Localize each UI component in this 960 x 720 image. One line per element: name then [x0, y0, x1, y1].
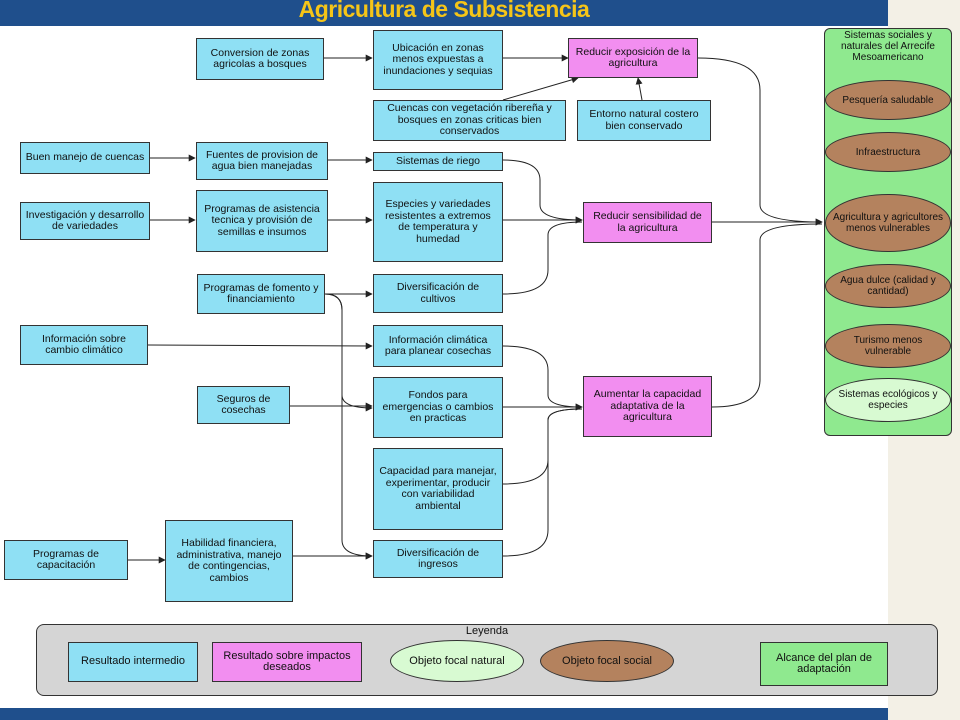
box-habilidad: Habilidad financiera, administrativa, ma… — [165, 520, 293, 602]
box-diversificacion-ingresos: Diversificación de ingresos — [373, 540, 503, 578]
box-aumentar-capacidad: Aumentar la capacidad adaptativa de la a… — [583, 376, 712, 437]
edge-capmanejar-capacidad — [502, 408, 583, 485]
box-programas-asistencia: Programas de asistencia tecnica y provis… — [196, 190, 328, 252]
target-sistemas-ecologicos: Sistemas ecológicos y especies — [825, 378, 951, 422]
box-programas-fomento: Programas de fomento y financiamiento — [197, 274, 325, 314]
box-buen-manejo: Buen manejo de cuencas — [20, 142, 150, 174]
target-agricultura: Agricultura y agricultores menos vulnera… — [825, 194, 951, 252]
box-diversificacion-cultivos: Diversificación de cultivos — [373, 274, 503, 313]
box-seguros: Seguros de cosechas — [197, 386, 290, 424]
box-fuentes-agua: Fuentes de provision de agua bien maneja… — [196, 142, 328, 180]
edge-infoclim-capacidad — [502, 345, 583, 411]
edge-infocc-infoclim — [147, 342, 373, 350]
top-bar — [0, 0, 888, 26]
box-entorno-natural: Entorno natural costero bien conservado — [577, 100, 711, 141]
targets-header: Sistemas sociales y naturales del Arreci… — [841, 30, 935, 63]
edge-capacidad-targets — [711, 223, 823, 408]
box-informacion-cambio: Información sobre cambio climático — [20, 325, 148, 365]
box-informacion-climatica: Información climática para planear cosec… — [373, 325, 503, 367]
box-cuencas-vegetacion: Cuencas con vegetación ribereña y bosque… — [373, 100, 566, 141]
box-fondos: Fondos para emergencias o cambios en pra… — [373, 377, 503, 438]
legend-title: Leyenda — [465, 625, 509, 637]
edge-ingresos-capacidad — [502, 408, 583, 557]
box-reducir-exposicion: Reducir exposición de la agricultura — [568, 38, 698, 78]
edge-cuencas-reducir — [502, 76, 579, 101]
legend-impactos: Resultado sobre impactos deseados — [212, 642, 362, 682]
edge-riego-sensibilidad — [502, 159, 583, 224]
box-ubicacion: Ubicación en zonas menos expuestas a inu… — [373, 30, 503, 90]
bottom-bar — [0, 708, 888, 720]
box-conversion: Conversion de zonas agricolas a bosques — [196, 38, 324, 80]
legend-intermedio: Resultado intermedio — [68, 642, 198, 682]
legend-natural: Objeto focal natural — [390, 640, 524, 682]
legend-social: Objeto focal social — [540, 640, 674, 682]
box-reducir-sensibilidad: Reducir sensibilidad de la agricultura — [583, 202, 712, 243]
target-infraestructura: Infraestructura — [825, 132, 951, 172]
edge-fomento-fondos — [324, 293, 373, 412]
box-capacidad-manejar: Capacidad para manejar, experimentar, pr… — [373, 448, 503, 530]
legend-alcance: Alcance del plan de adaptación — [760, 642, 888, 686]
edge-reducir-targets — [697, 57, 823, 226]
edge-diversificacion-sensibilidad — [502, 221, 583, 295]
edge-entorno-reducir — [635, 77, 643, 101]
target-turismo: Turismo menos vulnerable — [825, 324, 951, 368]
box-investigacion: Investigación y desarrollo de variedades — [20, 202, 150, 240]
target-pesqueria: Pesquería saludable — [825, 80, 951, 120]
box-programas-capacitacion: Programas de capacitación — [4, 540, 128, 580]
edge-fomento-ingresos — [324, 293, 373, 560]
box-especies-variedades: Especies y variedades resistentes a extr… — [373, 182, 503, 262]
box-sistemas-riego: Sistemas de riego — [373, 152, 503, 171]
slide-title: Agricultura de Subsistencia — [298, 0, 590, 22]
target-agua-dulce: Agua dulce (calidad y cantidad) — [825, 264, 951, 308]
